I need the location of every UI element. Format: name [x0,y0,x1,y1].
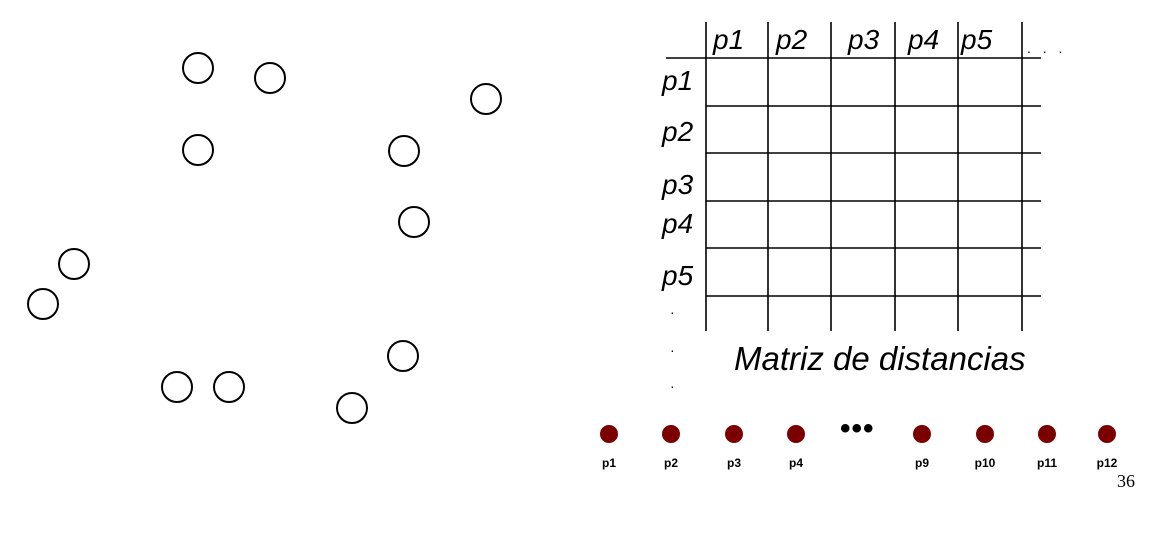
leaf-label: p12 [1096,456,1118,470]
leaf-dot [725,425,743,443]
leaf-dot [976,425,994,443]
matrix-row-header: p3 [662,169,694,200]
data-point [161,371,193,403]
data-point [336,392,368,424]
data-point [213,371,245,403]
matrix-row-header: p1 [662,65,694,96]
data-point [470,83,502,115]
data-point [387,340,419,372]
matrix-col-header: p5 [961,24,993,55]
leaf-label: p11 [1036,456,1058,470]
leaf-label: p1 [601,456,617,470]
matrix-row-more: · [670,342,679,358]
data-point [182,52,214,84]
leaf-label: p2 [663,456,679,470]
data-point [388,135,420,167]
leaf-dot [913,425,931,443]
leaf-dot [787,425,805,443]
matrix-row-header: p2 [662,116,694,147]
data-point [398,206,430,238]
leaf-dot [1098,425,1116,443]
data-point [27,288,59,320]
matrix-row-header: p4 [662,208,694,239]
data-point [58,248,90,280]
leaf-label: p9 [914,456,930,470]
page-number: 36 [1117,471,1135,491]
matrix-row-more: · [670,304,679,320]
leaf-label: p3 [726,456,742,470]
leaf-dot [662,425,680,443]
matrix-col-header: p4 [908,24,940,55]
data-point [254,62,286,94]
data-point [182,134,214,166]
matrix-title: Matriz de distancias [734,340,1026,377]
matrix-row-header: p5 [662,260,694,291]
leaf-label: p10 [974,456,996,470]
leaf-ellipsis: ••• [840,412,875,445]
leaf-dot [1038,425,1056,443]
matrix-col-more: . . . [1027,40,1067,56]
leaf-dot [600,425,618,443]
matrix-col-header: p2 [776,24,808,55]
leaf-label: p4 [788,456,804,470]
matrix-col-header: p3 [848,24,880,55]
matrix-col-header: p1 [713,24,745,55]
matrix-row-more: · [670,378,679,394]
